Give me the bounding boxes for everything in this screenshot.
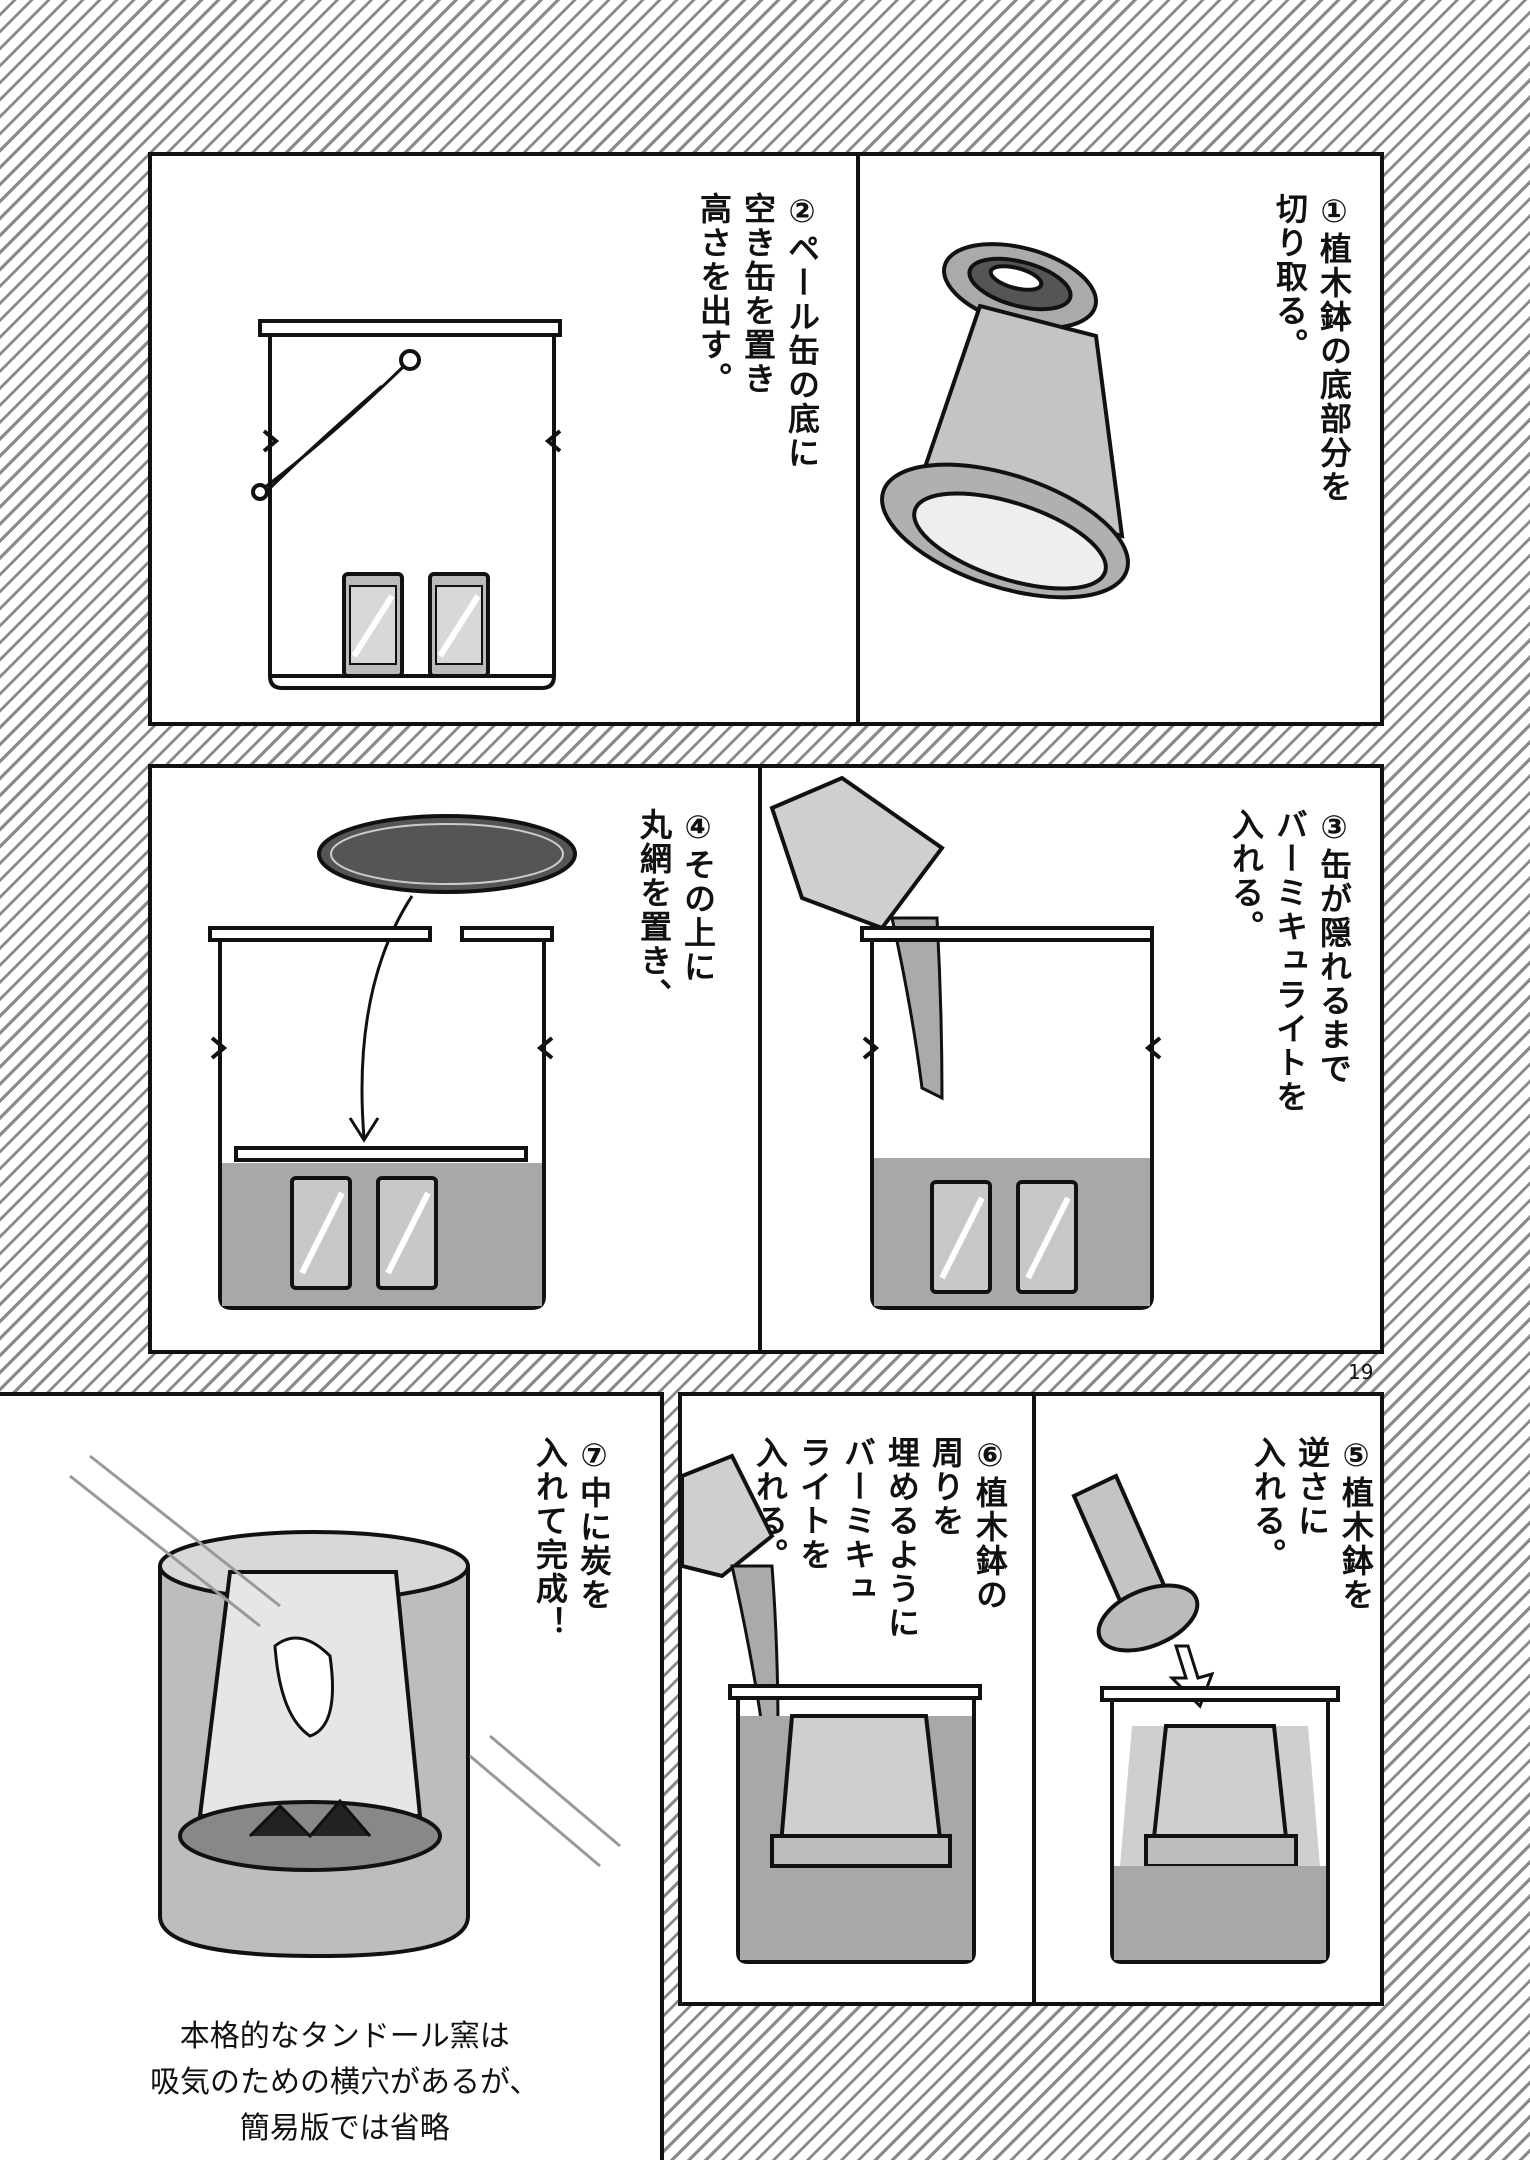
- fill-around-pot-illustration: [682, 1453, 982, 1964]
- pour-vermiculite-illustration: [769, 775, 1162, 1310]
- net-over-pail-illustration: [208, 814, 577, 1310]
- can-left: [342, 572, 404, 678]
- can-right: [1016, 1180, 1078, 1294]
- panel-step-5: ⑤植木鉢を 逆さに 入れる。: [1032, 1392, 1384, 2006]
- caption-step-3: ③缶が隠れるまで バーミキュライトを 入れる。: [1227, 808, 1353, 1114]
- can-left: [930, 1180, 992, 1294]
- round-net: [317, 814, 577, 894]
- pail-with-cans-illustration: [251, 319, 562, 690]
- insert-pot-illustration: [1071, 1473, 1340, 1964]
- flower-pot-cut-illustration: [880, 242, 1130, 600]
- panel-step-3: ③缶が隠れるまで バーミキュライトを 入れる。: [758, 764, 1384, 1354]
- can-right: [428, 572, 490, 678]
- finished-tandoor-illustration: [69, 1454, 621, 1959]
- panel-step-4: ④その上に 丸網を置き、: [148, 764, 762, 1354]
- can-left: [290, 1176, 352, 1290]
- panel-step-1: ①植木鉢の底部分を 切り取る。: [856, 152, 1384, 726]
- caption-step-4: ④その上に 丸網を置き、: [635, 808, 717, 1012]
- caption-step-5: ⑤植木鉢を 逆さに 入れる。: [1249, 1436, 1375, 1612]
- panel-step-6: ⑥植木鉢の 周りを 埋めるように バーミキュ ライトを 入れる。: [678, 1392, 1036, 2006]
- panel-step-7: ⑦中に炭を 入れて完成！ 本格的なタンドール窯は 吸気のための横穴があるが、 簡…: [0, 1392, 664, 2160]
- vermiculite-bag: [769, 775, 945, 931]
- panel-step-2: ②ペール缶の底に 空き缶を置き 高さを出す。: [148, 152, 860, 726]
- caption-step-1: ①植木鉢の底部分を 切り取る。: [1271, 192, 1353, 504]
- caption-step-7: ⑦中に炭を 入れて完成！: [531, 1436, 613, 1640]
- can-right: [376, 1176, 438, 1290]
- side-note: 本格的なタンドール窯は 吸気のための横穴があるが、 簡易版では省略: [150, 2019, 540, 2146]
- caption-step-2: ②ペール缶の底に 空き缶を置き 高さを出す。: [695, 192, 821, 470]
- page-number: 19: [1348, 1360, 1374, 1384]
